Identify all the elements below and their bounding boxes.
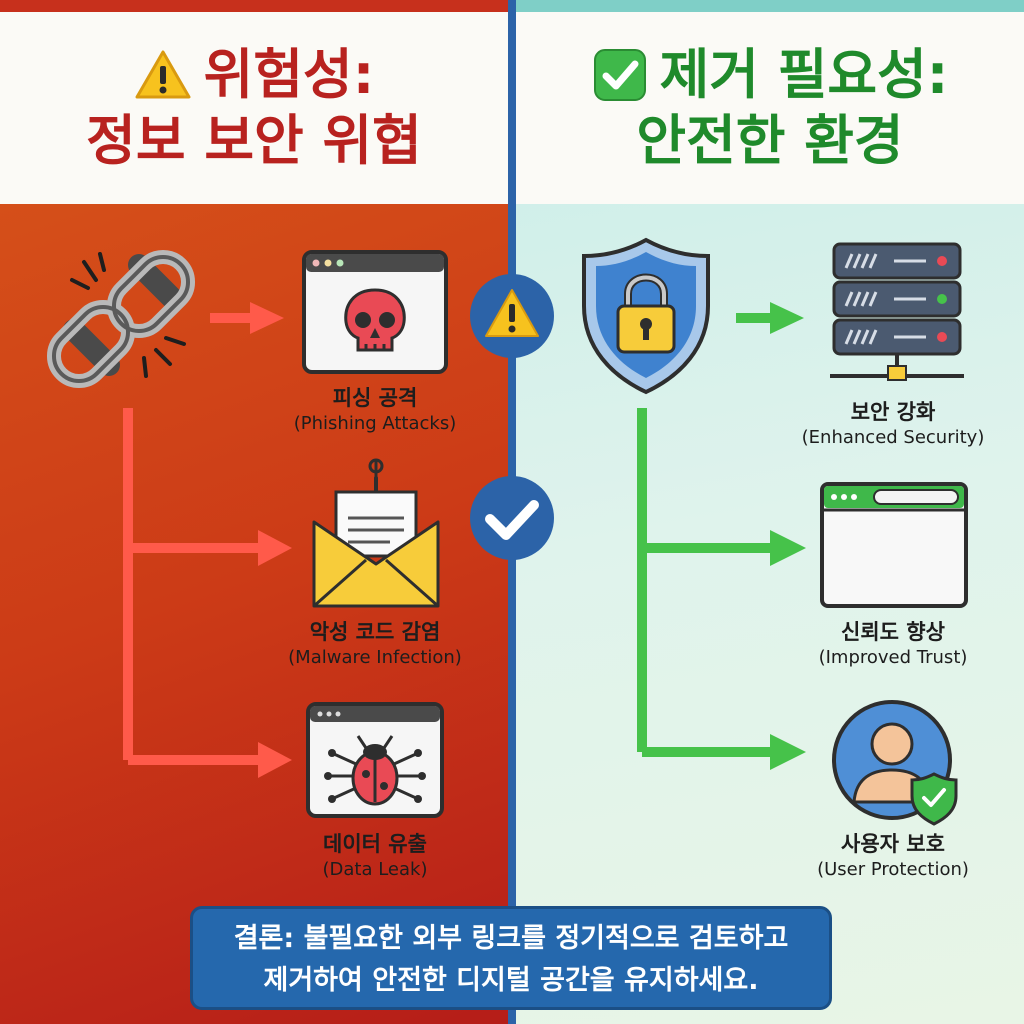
trust-label: 신뢰도 향상 (Improved Trust) xyxy=(786,618,1000,670)
data-leak-label-en: (Data Leak) xyxy=(322,859,428,880)
security-label-ko: 보안 강화 xyxy=(850,400,936,424)
conclusion-line2: 제거하여 안전한 디지털 공간을 유지하세요. xyxy=(263,965,759,996)
bug-browser-icon xyxy=(306,702,444,818)
risk-top-strip xyxy=(0,0,508,12)
phishing-label-ko: 피싱 공격 xyxy=(332,386,418,410)
security-label-en: (Enhanced Security) xyxy=(801,427,985,448)
warning-icon xyxy=(470,274,554,358)
skull-browser-icon xyxy=(302,250,448,374)
check-icon xyxy=(470,476,554,560)
safety-title-line2: 안전한 환경 xyxy=(636,109,904,172)
user-protection-label-ko: 사용자 보호 xyxy=(841,832,945,856)
broken-link-icon xyxy=(46,249,196,389)
phishing-envelope-icon xyxy=(312,458,440,608)
phishing-label-en: (Phishing Attacks) xyxy=(293,413,457,434)
trust-label-en: (Improved Trust) xyxy=(818,647,968,668)
safety-top-strip xyxy=(516,0,1024,12)
browser-window-icon xyxy=(820,482,968,608)
shield-lock-icon xyxy=(582,237,710,395)
user-protection-label-en: (User Protection) xyxy=(817,859,969,880)
server-icon xyxy=(830,242,964,381)
security-label: 보안 강화 (Enhanced Security) xyxy=(786,398,1000,450)
safety-title-line1: 제거 필요성: xyxy=(659,43,949,106)
data-leak-label-ko: 데이터 유출 xyxy=(323,832,427,856)
risk-title-line1: 위험성: xyxy=(203,43,375,106)
risk-title-line2: 정보 보안 위협 xyxy=(86,109,422,172)
trust-label-ko: 신뢰도 향상 xyxy=(841,620,945,644)
safety-header: 제거 필요성: 안전한 환경 xyxy=(516,12,1024,204)
conclusion-box: 결론: 불필요한 외부 링크를 정기적으로 검토하고 제거하여 안전한 디지털 … xyxy=(190,906,832,1010)
check-box-icon xyxy=(593,49,646,101)
phishing-label: 피싱 공격 (Phishing Attacks) xyxy=(270,384,480,436)
malware-label: 악성 코드 감염 (Malware Infection) xyxy=(270,618,480,670)
warning-icon xyxy=(135,50,191,99)
malware-label-ko: 악성 코드 감염 xyxy=(309,620,441,644)
user-shield-icon xyxy=(832,700,958,826)
data-leak-label: 데이터 유출 (Data Leak) xyxy=(270,830,480,882)
user-protection-label: 사용자 보호 (User Protection) xyxy=(786,830,1000,882)
malware-label-en: (Malware Infection) xyxy=(288,647,462,668)
conclusion-line1: 결론: 불필요한 외부 링크를 정기적으로 검토하고 xyxy=(233,923,789,954)
risk-header: 위험성: 정보 보안 위협 xyxy=(0,12,508,204)
